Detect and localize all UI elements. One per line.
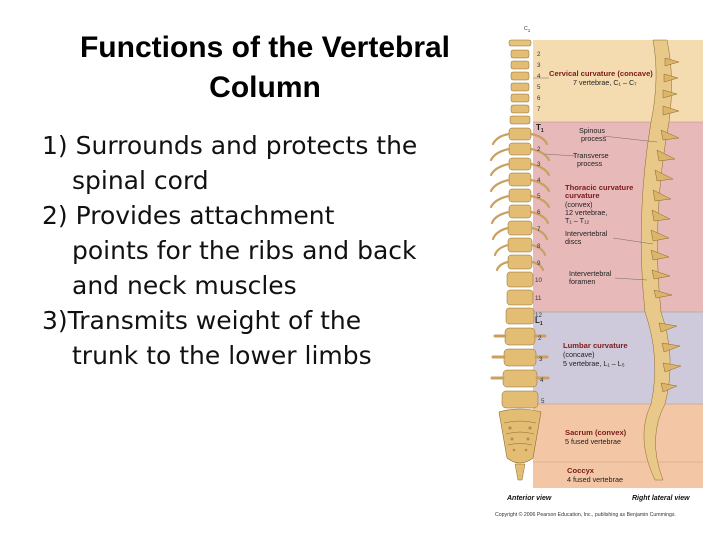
vertebral-column-figure: C1 2 3 4 5 6 7 T1 2 3 4 5 6 7 8 9 10 11 … [485, 18, 707, 523]
sacrum-band [533, 404, 703, 462]
svg-text:T1: T1 [536, 123, 544, 134]
svg-text:3: 3 [539, 356, 543, 363]
spinous-process-callout: Spinous process [579, 126, 658, 143]
svg-text:Coccyx: Coccyx [567, 466, 595, 475]
svg-text:5: 5 [537, 193, 541, 200]
bullet-text: 1) Surrounds and protects the [42, 131, 418, 160]
svg-text:5 vertebrae, L₁ – L₅: 5 vertebrae, L₁ – L₅ [563, 359, 625, 368]
slide-title: Functions of the Vertebral Column [30, 28, 500, 108]
lateral-view-caption: Right lateral view [632, 495, 690, 502]
svg-text:12 vertebrae,: 12 vertebrae, [565, 208, 607, 217]
svg-text:L1: L1 [535, 316, 543, 327]
anterior-view-caption: Anterior view [506, 495, 552, 502]
bullet-item: 3)Transmits weight of the trunk to the l… [42, 303, 492, 373]
svg-text:5 fused vertebrae: 5 fused vertebrae [565, 437, 621, 446]
bullet-text-cont: trunk to the lower limbs [72, 341, 372, 370]
title-line-2: Column [209, 71, 321, 104]
bullet-text: 3)Transmits weight of the [42, 306, 362, 335]
intervertebral-discs-callout: Intervertebral discs [565, 229, 654, 246]
svg-text:Intervertebral: Intervertebral [569, 269, 612, 278]
svg-text:7: 7 [537, 106, 541, 113]
svg-text:4: 4 [540, 377, 544, 384]
lumbar-label: Lumbar curvature (concave) 5 vertebrae, … [563, 341, 628, 368]
svg-text:2: 2 [537, 146, 541, 153]
bullet-item: 2) Provides attachment points for the ri… [42, 198, 492, 303]
bullet-text-cont: points for the ribs and back [72, 236, 417, 265]
svg-text:4: 4 [537, 177, 541, 184]
bullet-text: 2) Provides attachment [42, 201, 335, 230]
svg-text:3: 3 [537, 161, 541, 168]
svg-text:Lumbar curvature: Lumbar curvature [563, 341, 628, 350]
svg-text:4 fused vertebrae: 4 fused vertebrae [567, 475, 623, 484]
transverse-process-callout: Transverse process [544, 151, 609, 168]
svg-text:6: 6 [537, 209, 541, 216]
svg-text:12: 12 [535, 312, 542, 319]
coccyx-band [533, 462, 703, 488]
svg-text:process: process [577, 159, 603, 168]
copyright-text: Copyright © 2006 Pearson Education, Inc.… [495, 511, 676, 518]
title-line-1: Functions of the Vertebral [79, 31, 451, 64]
lateral-spine [640, 39, 672, 481]
svg-text:10: 10 [535, 277, 542, 284]
cervical-label: Cervical curvature (concave) 7 vertebrae… [533, 69, 653, 87]
sacrum-label: Sacrum (convex) 5 fused vertebrae [565, 428, 627, 446]
svg-text:7: 7 [537, 226, 541, 233]
svg-text:7 vertebrae, C₁ – C₇: 7 vertebrae, C₁ – C₇ [573, 78, 637, 87]
svg-text:Sacrum (convex): Sacrum (convex) [565, 428, 627, 437]
svg-text:process: process [581, 134, 607, 143]
svg-text:5: 5 [541, 398, 545, 405]
coccyx-label: Coccyx 4 fused vertebrae [567, 466, 623, 484]
bullet-text-cont: spinal cord [72, 166, 209, 195]
anterior-spine [489, 39, 551, 481]
svg-text:Thoracic curvature: Thoracic curvature [565, 183, 633, 192]
cervical-band [533, 40, 703, 122]
spine-diagram: C1 2 3 4 5 6 7 T1 2 3 4 5 6 7 8 9 10 11 … [489, 26, 703, 518]
svg-text:Spinous: Spinous [579, 126, 605, 135]
svg-text:2: 2 [538, 335, 542, 342]
c1-label: C1 [524, 26, 531, 33]
vertebra-numbers: C1 2 3 4 5 6 7 T1 2 3 4 5 6 7 8 9 10 11 … [524, 26, 545, 405]
svg-text:2: 2 [537, 51, 541, 58]
svg-text:foramen: foramen [569, 277, 595, 286]
thoracic-band [533, 122, 703, 312]
intervertebral-foramen-callout: Intervertebral foramen [569, 269, 648, 286]
lateral-spinous-processes [650, 57, 682, 393]
svg-text:8: 8 [537, 243, 541, 250]
svg-text:Cervical curvature (concave): Cervical curvature (concave) [549, 69, 653, 78]
bullet-list: 1) Surrounds and protects the spinal cor… [42, 128, 492, 373]
bullet-item: 1) Surrounds and protects the spinal cor… [42, 128, 492, 198]
lumbar-band [533, 312, 703, 404]
svg-text:5: 5 [537, 84, 541, 91]
svg-text:Transverse: Transverse [573, 151, 609, 160]
bullet-text-cont: and neck muscles [72, 271, 297, 300]
svg-text:(concave): (concave) [563, 350, 595, 359]
svg-text:11: 11 [535, 295, 542, 302]
svg-text:T₁ – T₁₂: T₁ – T₁₂ [565, 216, 589, 225]
svg-text:(convex): (convex) [565, 200, 593, 209]
svg-text:curvature: curvature [565, 191, 600, 200]
svg-text:6: 6 [537, 95, 541, 102]
svg-text:Intervertebral: Intervertebral [565, 229, 608, 238]
svg-text:4: 4 [537, 73, 541, 80]
svg-text:discs: discs [565, 237, 582, 246]
thoracic-label: Thoracic curvature curvature (convex) 12… [565, 183, 633, 225]
svg-text:3: 3 [537, 62, 541, 69]
svg-text:9: 9 [537, 260, 541, 267]
